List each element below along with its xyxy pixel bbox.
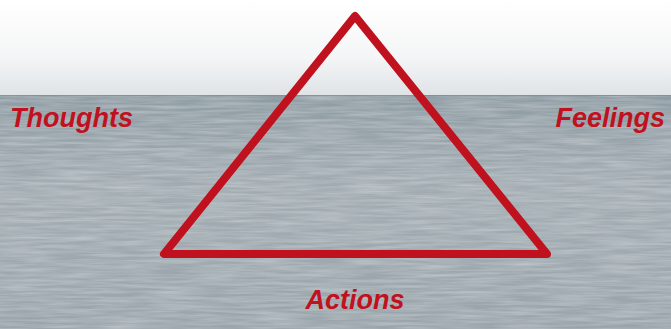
triangle (164, 16, 547, 254)
horizon (0, 95, 671, 96)
triangle-label: Feelings (555, 104, 665, 134)
triangle-label: Actions (305, 286, 404, 316)
sea-texture (0, 95, 671, 329)
wave-highlights (0, 95, 671, 329)
triangle-label: Thoughts (10, 104, 133, 134)
sea (0, 95, 671, 329)
sky (0, 0, 671, 96)
